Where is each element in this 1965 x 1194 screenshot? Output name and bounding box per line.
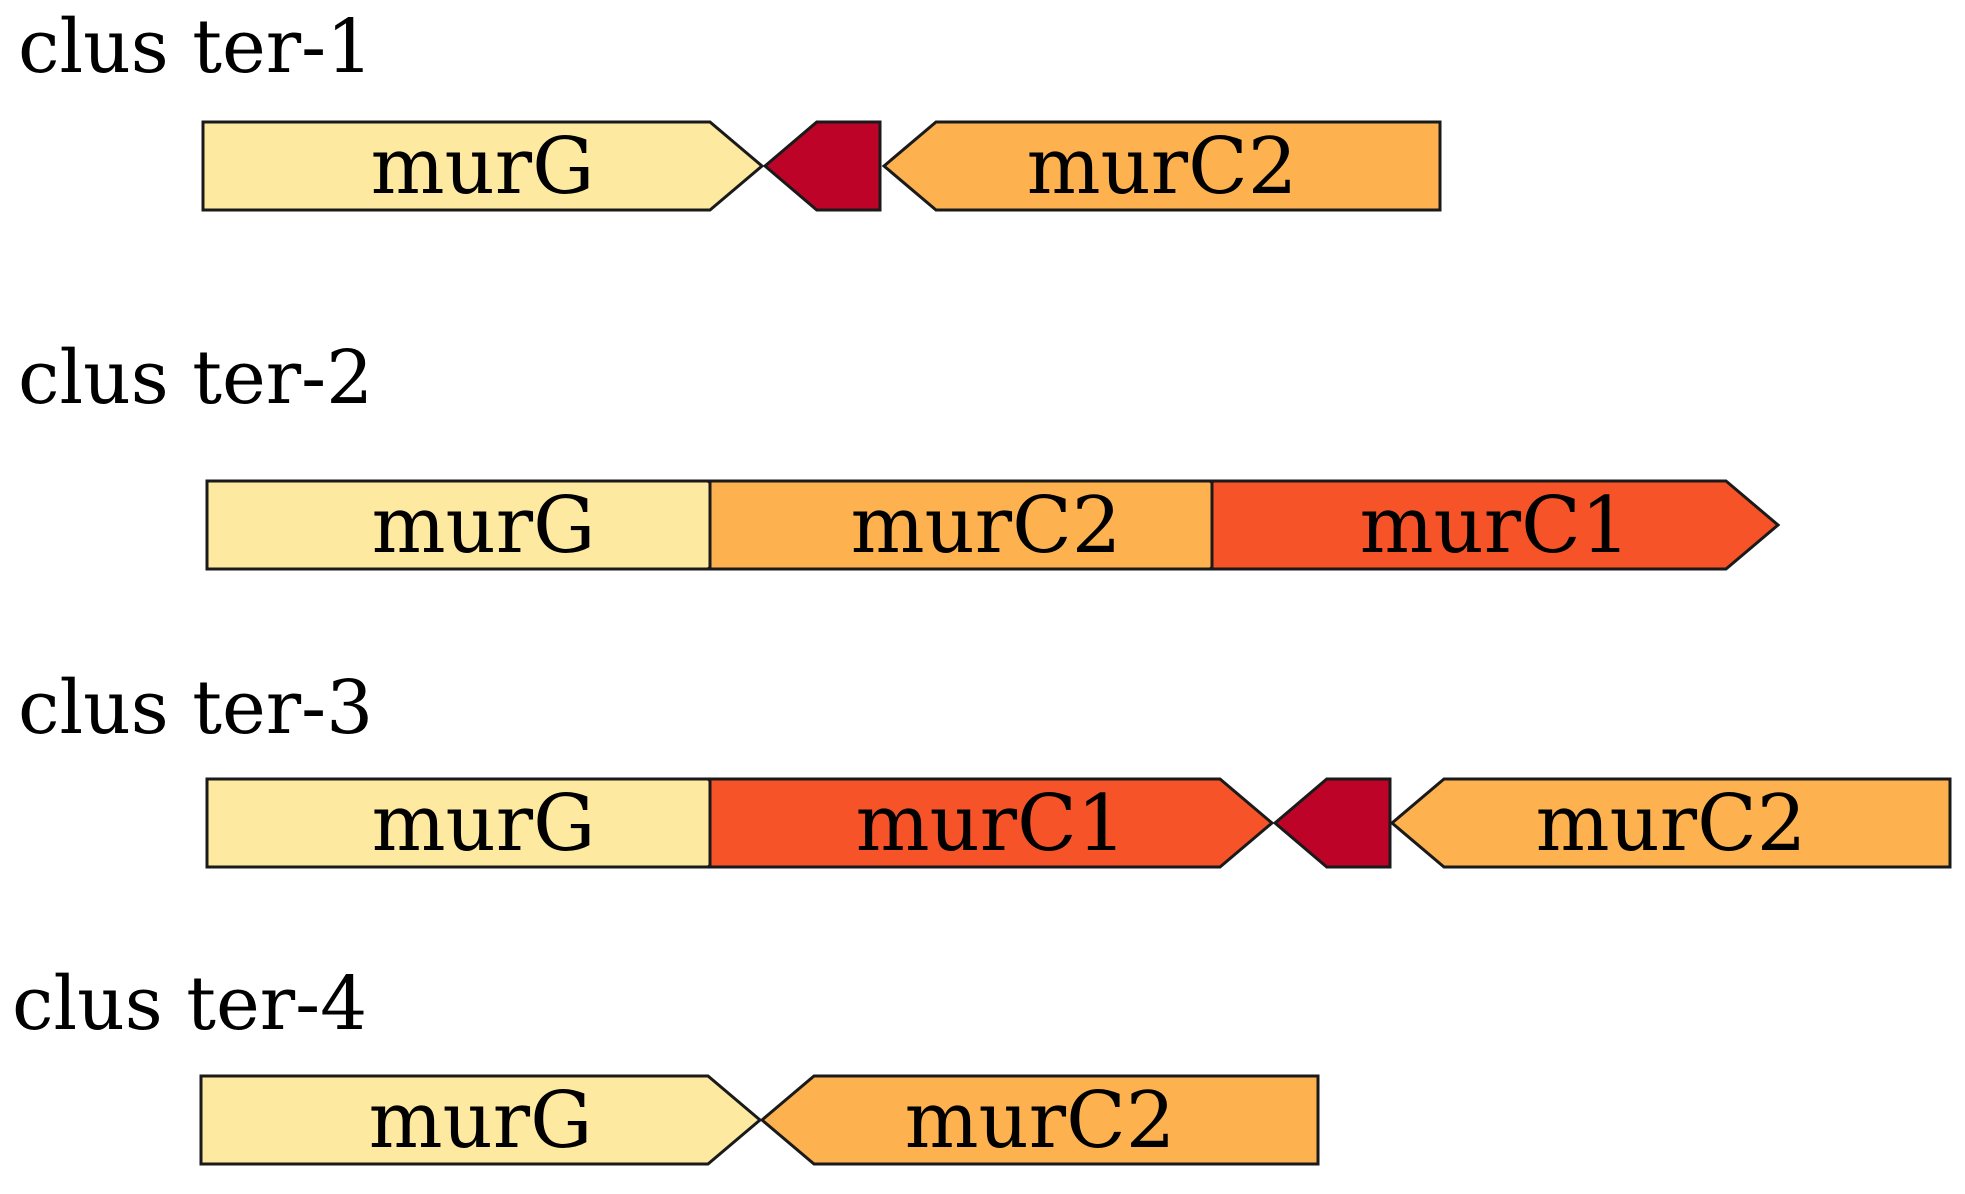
gene-arrow-murC2	[881, 120, 1442, 212]
cluster-label: clus ter-4	[12, 961, 367, 1047]
cluster-2: clus ter-2 murG murC2 murC1	[18, 335, 1781, 571]
cluster-1: clus ter-1 murG murC2	[18, 4, 1442, 212]
gene-arrow-murG	[199, 1074, 763, 1166]
gene-label-murC1: murC1	[856, 779, 1127, 869]
gene-label-murC2: murC2	[851, 481, 1122, 571]
cluster-3: clus ter-3 murG murC1 murC2	[18, 665, 1952, 869]
cluster-label: clus ter-2	[18, 335, 373, 421]
gene-label-murG: murG	[372, 481, 596, 571]
gene-label-murC2: murC2	[1027, 122, 1298, 212]
gene-label-murC2: murC2	[1536, 779, 1807, 869]
gene-arrow-murC1	[1210, 479, 1781, 571]
cluster-label: clus ter-3	[18, 665, 373, 751]
gene-label-murG: murG	[369, 1076, 593, 1166]
gene-label-murC1: murC1	[1360, 481, 1631, 571]
gene-label-murG: murG	[371, 122, 595, 212]
gene-arrow-murC2	[759, 1074, 1320, 1166]
gene-arrow-small	[762, 120, 882, 212]
gene-label-murC2: murC2	[905, 1076, 1176, 1166]
gene-arrow-murC1	[708, 777, 1275, 869]
gene-label-murG: murG	[372, 779, 596, 869]
gene-arrow-murC2	[1389, 777, 1952, 869]
gene-arrow-small	[1272, 777, 1392, 869]
gene-arrow-murG	[201, 120, 765, 212]
cluster-label: clus ter-1	[18, 4, 373, 90]
